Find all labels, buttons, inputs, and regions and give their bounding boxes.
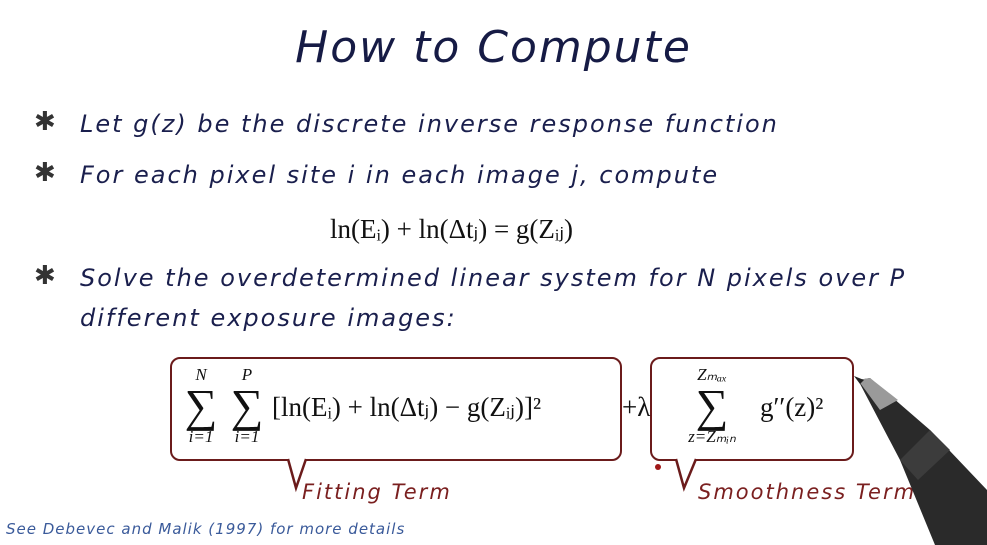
fitting-term-box <box>170 357 622 461</box>
sum-over-images: P ∑ i=1 <box>222 366 272 446</box>
fitting-expression: [ln(Eᵢ) + ln(Δtⱼ) − g(Zᵢⱼ)]² <box>272 392 542 422</box>
smoothness-term-label: Smoothness Term <box>698 480 917 504</box>
smoothness-term-box <box>650 357 854 461</box>
sum2-upper-limit: P <box>241 365 253 384</box>
bullet-2: For each pixel site i in each image j, c… <box>80 161 720 189</box>
bullet-3: Solve the overdetermined linear system f… <box>80 264 907 292</box>
sigma-icon: ∑ <box>230 380 264 431</box>
bullet-1: Let g(z) be the discrete inverse respons… <box>80 110 779 138</box>
sum2-lower-limit: i=1 <box>234 427 260 446</box>
sum1-upper-limit: N <box>195 365 207 384</box>
sum-over-z: Zₘₐₓ ∑ z=Zₘᵢₙ <box>672 366 752 446</box>
sum1-lower-limit: i=1 <box>188 427 214 446</box>
citation-footer: See Debevec and Malik (1997) for more de… <box>6 520 406 538</box>
response-equation: ln(Eᵢ) + ln(Δtⱼ) = g(Zᵢⱼ) <box>330 214 574 244</box>
sigma-icon: ∑ <box>695 380 729 431</box>
pen-icon <box>854 376 987 545</box>
sum-over-pixels: N ∑ i=1 <box>176 366 226 446</box>
bullet-star-icon: ✱ <box>34 107 56 137</box>
sum3-lower-limit: z=Zₘᵢₙ <box>688 427 736 446</box>
fitting-term-label: Fitting Term <box>302 480 452 504</box>
smoothness-expression: g′′(z)² <box>760 392 824 422</box>
plus-lambda: +λ <box>622 392 651 422</box>
sigma-icon: ∑ <box>184 380 218 431</box>
sum3-upper-limit: Zₘₐₓ <box>697 365 727 384</box>
bullet-3-continued: different exposure images: <box>80 304 457 332</box>
page-title: How to Compute <box>295 22 692 73</box>
bullet-star-icon: ✱ <box>34 261 56 291</box>
bullet-star-icon: ✱ <box>34 158 56 188</box>
